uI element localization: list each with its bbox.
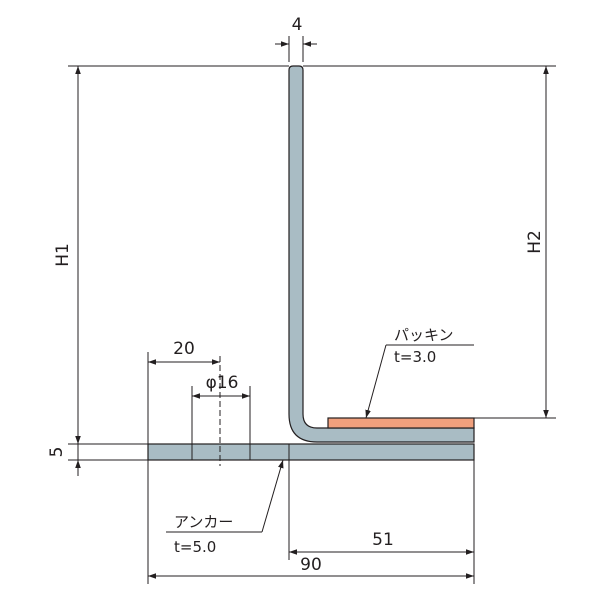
- dim-4-label: 4: [292, 15, 303, 35]
- packing-leader-line: [365, 344, 387, 419]
- angle-bracket: [288, 65, 475, 443]
- dim-5-label: 5: [47, 447, 67, 458]
- dim-h2-label: H2: [525, 230, 545, 254]
- dim-h1-label: H1: [53, 243, 73, 267]
- dim-90-label: 90: [300, 555, 322, 575]
- anchor-leader-line: [261, 459, 284, 533]
- anchor-thickness-label: t=5.0: [174, 538, 216, 556]
- dim-51-label: 51: [372, 530, 394, 550]
- anchor-plate: [147, 443, 475, 461]
- dim-phi-label: φ16: [206, 373, 239, 393]
- packing-name-label: パッキン: [394, 326, 454, 344]
- anchor-name-label: アンカー: [174, 513, 233, 531]
- dim-20-label: 20: [173, 339, 195, 359]
- packing-thickness-label: t=3.0: [394, 348, 436, 366]
- packing: [327, 417, 475, 429]
